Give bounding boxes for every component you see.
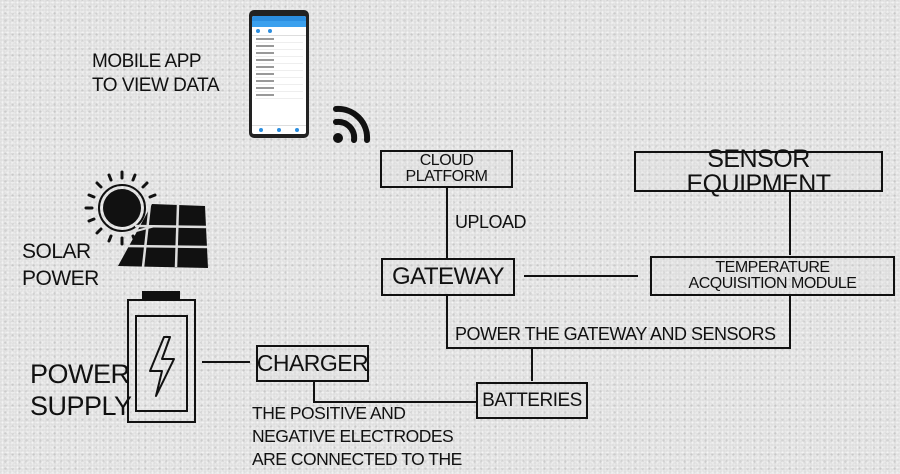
connector-power-bus: [446, 296, 791, 349]
batteries-box: BATTERIES: [476, 382, 588, 419]
mobile-phone: [249, 10, 309, 138]
gateway-box: GATEWAY: [381, 258, 515, 296]
solar-panel-icon: [118, 203, 208, 268]
cloud-platform-box: CLOUD PLATFORM: [380, 150, 513, 188]
solar-power-label: SOLAR POWER: [22, 240, 99, 290]
electrodes-note: THE POSITIVE AND NEGATIVE ELECTRODES ARE…: [252, 403, 462, 469]
power-gateway-label: POWER THE GATEWAY AND SENSORS: [455, 324, 776, 344]
sun-icon: [84, 170, 160, 246]
upload-label: UPLOAD: [455, 212, 527, 232]
mobile-app-label: MOBILE APP TO VIEW DATA: [92, 51, 220, 96]
sensor-equipment-box: SENSOR EQUIPMENT: [634, 146, 883, 196]
charger-box: CHARGER: [256, 345, 369, 382]
phone-screen: [252, 16, 306, 134]
battery-icon: [127, 291, 196, 423]
temperature-module-box: TEMPERATURE ACQUISITION MODULE: [650, 256, 895, 296]
power-supply-label: POWER SUPPLY: [30, 359, 132, 421]
connector-charger-batteries: [313, 382, 476, 403]
wifi-icon: [333, 105, 371, 143]
